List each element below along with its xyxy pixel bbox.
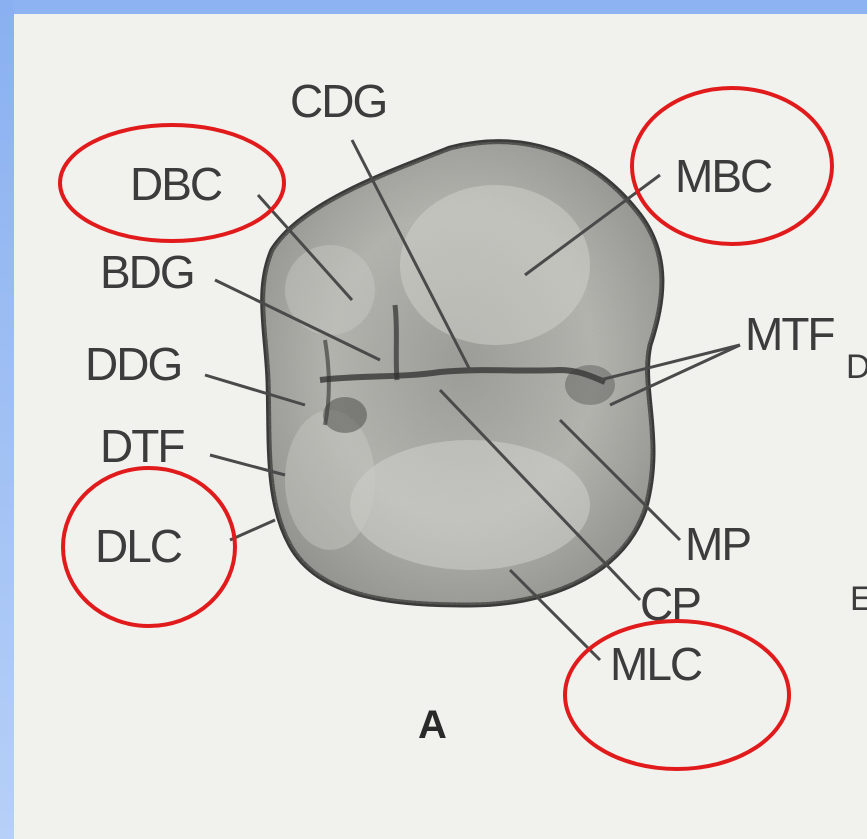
tooth-crown: [260, 139, 665, 608]
label-mlc: MLC: [610, 638, 702, 690]
label-mp: MP: [685, 518, 750, 570]
highlight-circle-mbc: [630, 86, 834, 246]
leader-cdg: [350, 139, 472, 371]
leader-dtf: [209, 453, 286, 477]
label-dbc: DBC: [130, 158, 222, 210]
highlight-circle-mlc: [563, 619, 791, 771]
label-mtf: MTF: [745, 308, 834, 360]
edge-letter-e: E: [850, 580, 867, 618]
label-ddg: DDG: [85, 338, 181, 390]
leader-lines: [204, 139, 741, 662]
highlight-circle-dbc: [58, 123, 286, 243]
label-dlc: DLC: [95, 520, 182, 572]
leader-bdg: [214, 278, 381, 362]
leader-dbc: [256, 193, 354, 302]
leader-mp: [558, 418, 682, 542]
label-bdg: BDG: [100, 246, 194, 298]
label-cdg: CDG: [290, 75, 386, 127]
label-dtf: DTF: [100, 420, 184, 472]
figure-label: A: [418, 703, 447, 747]
label-mbc: MBC: [675, 150, 772, 202]
leader-mtf-1: [599, 343, 741, 382]
structure-labels: CDG DBC BDG DDG DTF DLC MBC MTF MP CP ML…: [85, 75, 867, 690]
highlight-circle-dlc: [61, 466, 237, 628]
leader-dlc: [229, 518, 276, 542]
leader-ddg: [204, 373, 306, 407]
leader-mlc: [508, 568, 602, 662]
top-blue-frame: [0, 0, 867, 14]
leader-cp: [438, 388, 642, 602]
highlight-circles: [58, 86, 834, 771]
left-blue-frame: [0, 0, 14, 839]
edge-letter-d: D: [846, 348, 867, 386]
leader-mtf-2: [609, 343, 741, 407]
